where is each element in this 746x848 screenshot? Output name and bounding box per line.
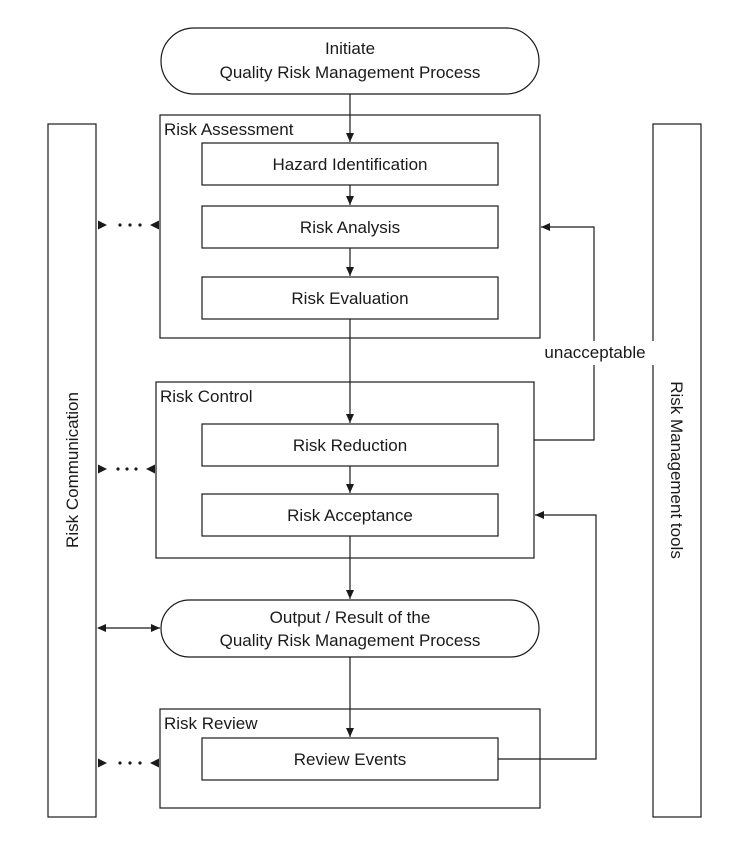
risk-management-tools-bar: Risk Management tools (652, 123, 702, 818)
risk-evaluation-box: Risk Evaluation (201, 276, 499, 320)
risk-control-group: Risk Control Risk Reduction Risk Accepta… (155, 381, 535, 559)
output-line2: Quality Risk Management Process (220, 631, 481, 650)
risk-reduction-label: Risk Reduction (293, 436, 407, 455)
risk-acceptance-label: Risk Acceptance (287, 506, 413, 525)
risk-assessment-title: Risk Assessment (164, 120, 294, 139)
risk-communication-bar: Risk Communication (47, 123, 97, 818)
risk-communication-label: Risk Communication (63, 392, 82, 548)
output-terminator: Output / Result of the Quality Risk Mana… (160, 599, 540, 658)
hazard-identification-box: Hazard Identification (201, 142, 499, 186)
communication-connectors (97, 220, 160, 768)
communication-dotted-arrow-control (98, 464, 155, 474)
risk-analysis-label: Risk Analysis (300, 218, 400, 237)
risk-analysis-box: Risk Analysis (201, 205, 499, 249)
communication-dotted-arrow-assessment (98, 220, 159, 230)
unacceptable-label: unacceptable (544, 343, 645, 362)
feedback-label-bg (536, 341, 654, 365)
initiate-line1: Initiate (325, 39, 375, 58)
review-events-label: Review Events (294, 750, 406, 769)
review-events-box: Review Events (201, 737, 499, 781)
initiate-line2: Quality Risk Management Process (220, 63, 481, 82)
communication-dotted-arrow-review (98, 758, 159, 768)
risk-evaluation-label: Risk Evaluation (291, 289, 408, 308)
risk-control-title: Risk Control (160, 387, 253, 406)
risk-assessment-group: Risk Assessment Hazard Identification Ri… (159, 114, 541, 339)
risk-acceptance-box: Risk Acceptance (201, 493, 499, 537)
feedback-loops: unacceptable (498, 223, 654, 760)
unacceptable-feedback-arrow (534, 223, 595, 441)
hazard-identification-label: Hazard Identification (273, 155, 428, 174)
risk-reduction-box: Risk Reduction (201, 423, 499, 467)
review-feedback-arrow (498, 511, 597, 760)
risk-management-tools-label: Risk Management tools (667, 381, 686, 559)
risk-review-title: Risk Review (164, 714, 258, 733)
output-line1: Output / Result of the (270, 608, 431, 627)
initiate-terminator: Initiate Quality Risk Management Process (160, 27, 540, 95)
